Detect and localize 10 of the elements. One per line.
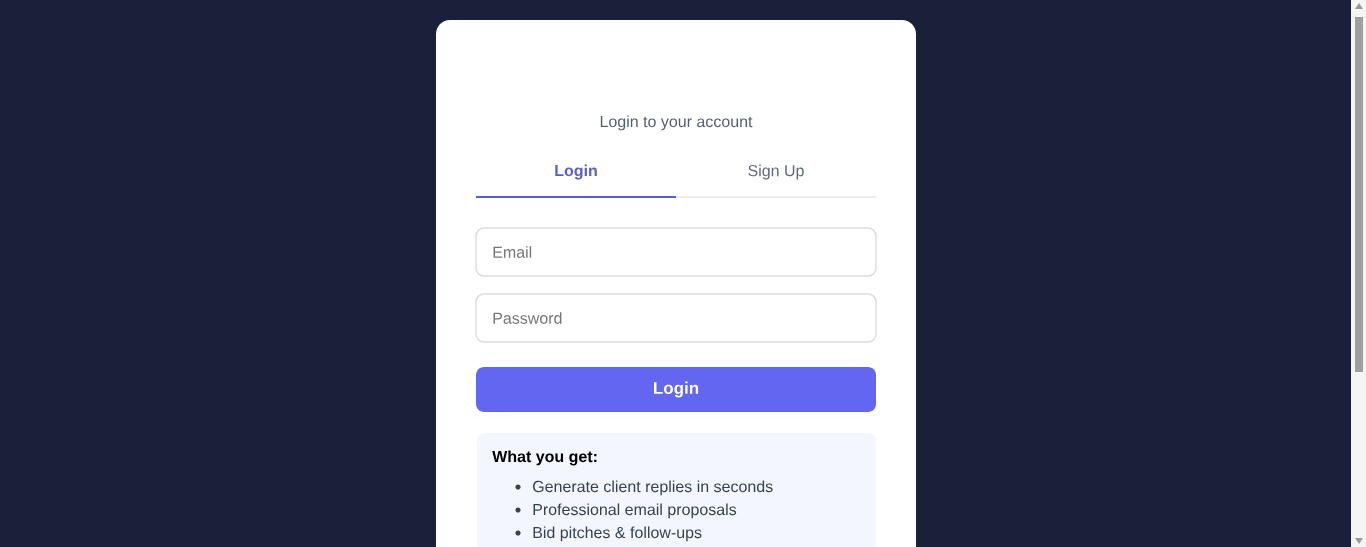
panel-heading: What you get: bbox=[492, 450, 597, 466]
subtitle: Login to your account bbox=[600, 115, 753, 131]
bullet-item: Bid pitches & follow-ups bbox=[515, 526, 702, 542]
login-button: Login bbox=[476, 367, 876, 412]
bullet-item: Generate client replies in seconds bbox=[515, 480, 773, 496]
tab: Login bbox=[475, 164, 677, 198]
bullet-item: Professional email proposals bbox=[515, 503, 737, 519]
input-field: Email bbox=[475, 227, 877, 277]
input-field: Password bbox=[475, 293, 877, 343]
tab: Sign Up bbox=[675, 164, 877, 198]
